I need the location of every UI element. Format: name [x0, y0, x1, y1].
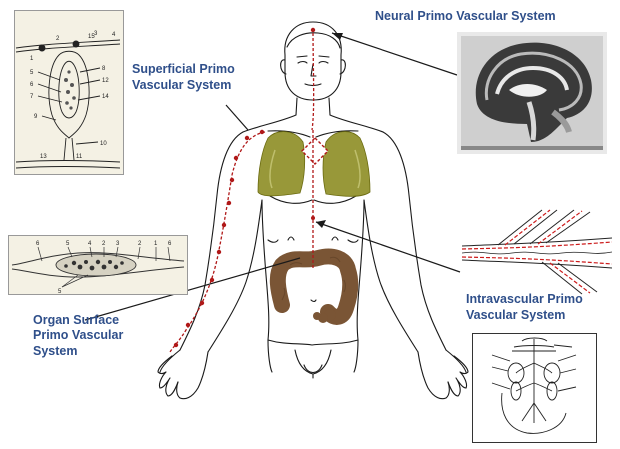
label-organ-line3: System [33, 344, 77, 359]
anatomy-schematic-inset [472, 333, 597, 443]
label-organ-line2: Primo Vascular [33, 328, 123, 343]
label-organ-line1: Organ Surface [33, 313, 119, 328]
intestine [278, 257, 350, 317]
svg-text:11: 11 [76, 154, 83, 160]
svg-text:12: 12 [102, 78, 109, 84]
svg-text:13: 13 [40, 154, 47, 160]
label-superficial-line2: Vascular System [132, 78, 231, 93]
organ-surface-inset: 6 5 4 2 3 2 1 6 5 [8, 235, 188, 295]
label-neural-primo: Neural Primo Vascular System [375, 9, 556, 24]
intravascular-vessel-inset [462, 208, 612, 298]
label-superficial-line1: Superficial Primo [132, 62, 235, 77]
svg-text:10: 10 [100, 141, 107, 147]
brain-scan-inset [457, 32, 607, 154]
label-intravascular-line2: Vascular System [466, 308, 565, 323]
svg-text:14: 14 [102, 94, 109, 100]
svg-text:15: 15 [88, 34, 95, 40]
primo-node-inset: 1 2 3 4 5 6 7 8 9 10 11 12 13 14 15 [14, 10, 124, 175]
